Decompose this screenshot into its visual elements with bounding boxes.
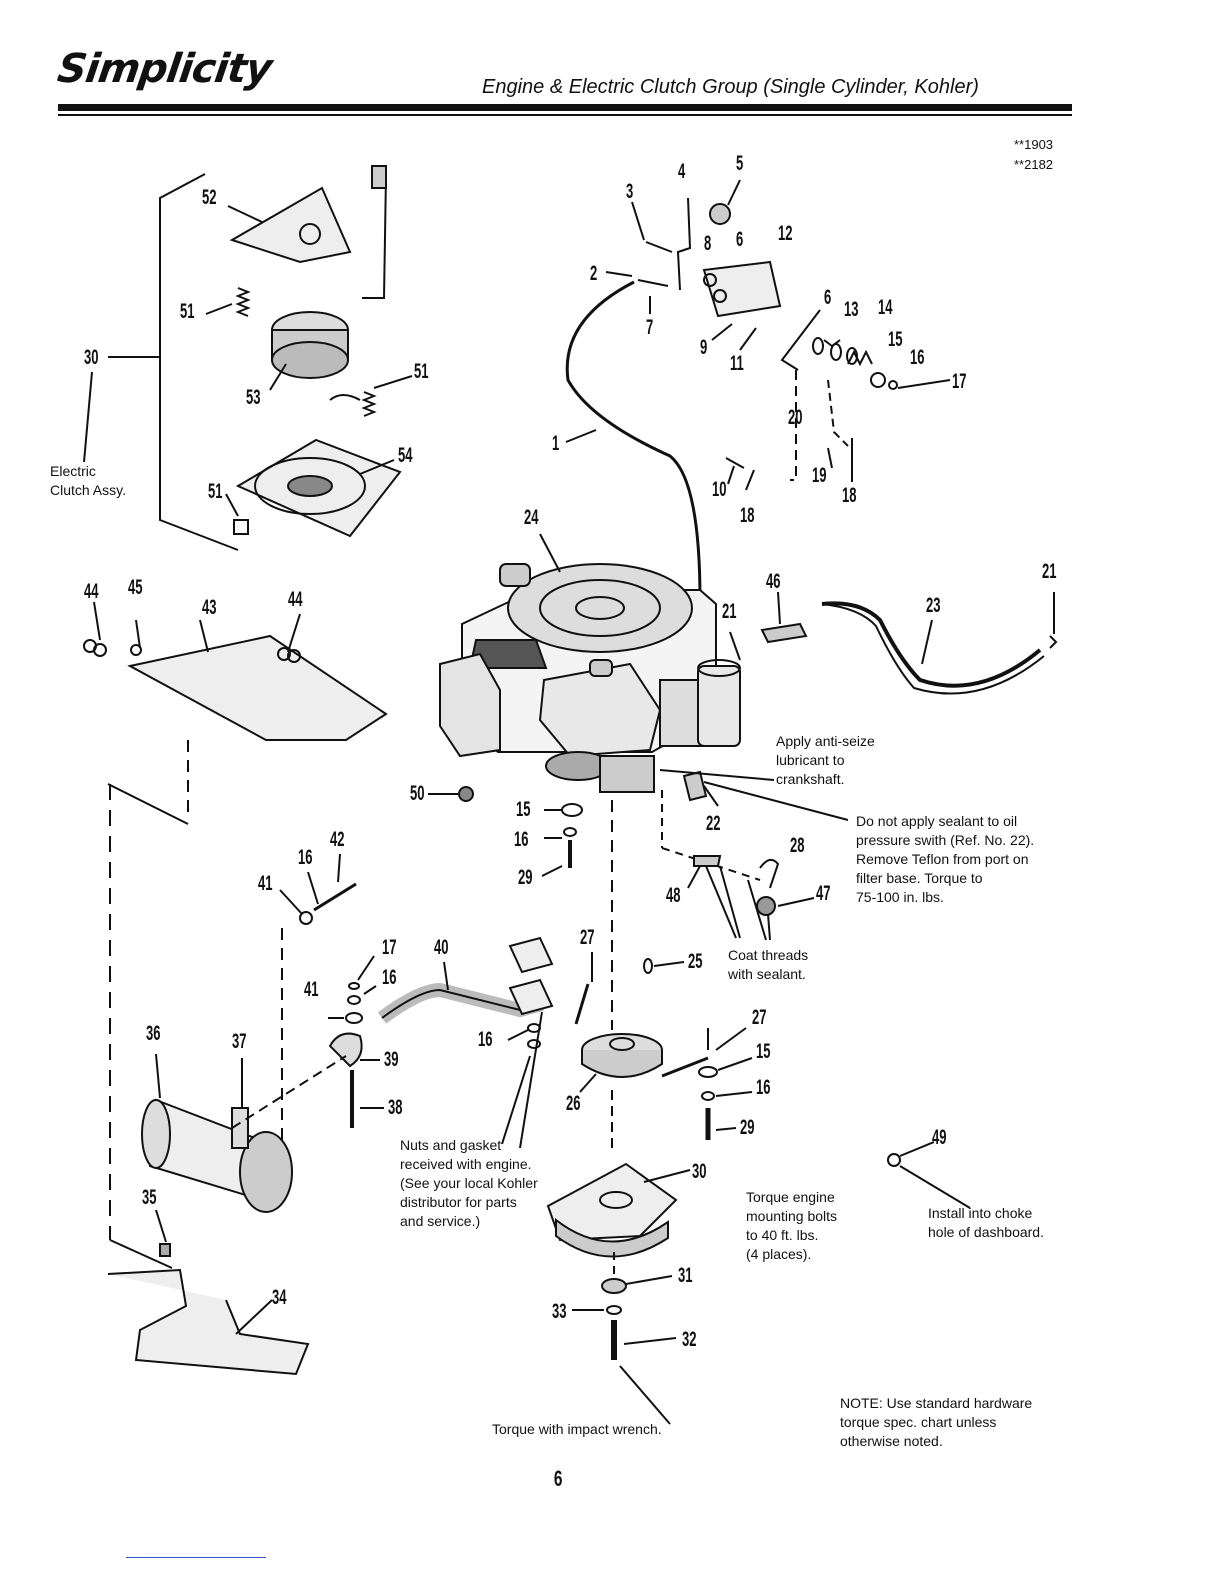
callout-28: 28 [790, 834, 805, 857]
callout-3: 3 [626, 180, 634, 203]
callout-49: 49 [932, 1126, 947, 1149]
callout-9: 9 [700, 336, 708, 359]
callout-8: 8 [704, 232, 712, 255]
callout-20: 20 [788, 406, 803, 429]
callout-17: 17 [382, 936, 397, 959]
callout-40: 40 [434, 936, 449, 959]
header-rule-thin [58, 114, 1072, 116]
note-coat-threads: Coat threads with sealant. [728, 947, 809, 982]
callout-16: 16 [514, 828, 529, 851]
callout-41: 41 [258, 872, 273, 895]
callout-15: 15 [516, 798, 531, 821]
callout-44: 44 [84, 580, 99, 603]
note-electric-clutch: Electric Clutch Assy. [50, 463, 126, 498]
callout-52: 52 [202, 186, 217, 209]
callout-16: 16 [298, 846, 313, 869]
callout-6: 6 [736, 228, 744, 251]
callout-10: 10 [712, 478, 727, 501]
note-nuts-gasket: Nuts and gasket received with engine. (S… [400, 1137, 538, 1229]
callout-38: 38 [388, 1096, 403, 1119]
note-impact-wrench: Torque with impact wrench. [492, 1421, 662, 1437]
callout-27: 27 [580, 926, 595, 949]
callout-34: 34 [272, 1286, 287, 1309]
callout-13: 13 [844, 298, 859, 321]
callout-33: 33 [552, 1300, 567, 1323]
callout-7: 7 [646, 316, 654, 339]
footer-rule [126, 1557, 266, 1558]
callout-35: 35 [142, 1186, 157, 1209]
callout-29: 29 [740, 1116, 755, 1139]
callout-48: 48 [666, 884, 681, 907]
callout-36: 36 [146, 1022, 161, 1045]
note-sealant-oil: Do not apply sealant to oil pressure swi… [856, 813, 1035, 905]
callout-22: 22 [706, 812, 721, 835]
clutch-plate-52 [229, 186, 352, 264]
callout-16: 16 [756, 1076, 771, 1099]
header-rule [58, 104, 1072, 111]
callout-32: 32 [682, 1328, 697, 1351]
callout-18: 18 [842, 484, 857, 507]
callout-54: 54 [398, 444, 413, 467]
callout-6: 6 [824, 286, 832, 309]
callout-11: 11 [730, 352, 744, 375]
callout-51: 51 [414, 360, 429, 383]
callout-17: 17 [952, 370, 967, 393]
callout-31: 31 [678, 1264, 693, 1287]
note-choke: Install into choke hole of dashboard. [928, 1205, 1044, 1240]
callout-16: 16 [478, 1028, 493, 1051]
callout-26: 26 [566, 1092, 581, 1115]
callout-39: 39 [384, 1048, 399, 1071]
callout-44: 44 [288, 588, 303, 611]
callout-27: 27 [752, 1006, 767, 1029]
callout-41: 41 [304, 978, 319, 1001]
callout-30: 30 [84, 346, 99, 369]
ref-code: **1903 [1014, 137, 1054, 152]
callout-24: 24 [524, 506, 539, 529]
callout-30: 30 [692, 1160, 707, 1183]
page-number: 6 [553, 1466, 563, 1491]
callout-46: 46 [766, 570, 781, 593]
callout-19: 19 [812, 464, 827, 487]
callout-15: 15 [888, 328, 903, 351]
ref-code: **2182 [1014, 157, 1054, 172]
callout-50: 50 [410, 782, 425, 805]
callout-16: 16 [382, 966, 397, 989]
callout-37: 37 [232, 1030, 247, 1053]
page-title: Engine & Electric Clutch Group (Single C… [482, 76, 979, 98]
callout-23: 23 [926, 594, 941, 617]
note-standard-hardware: NOTE: Use standard hardware torque spec.… [840, 1395, 1033, 1449]
callout-18: 18 [740, 504, 755, 527]
callout-25: 25 [688, 950, 703, 973]
callout-14: 14 [878, 296, 893, 319]
note-anti-seize: Apply anti-seize lubricant to crankshaft… [776, 733, 875, 787]
callout-47: 47 [816, 882, 831, 905]
callout-1: 1 [552, 432, 560, 455]
callout-29: 29 [518, 866, 533, 889]
callout-45: 45 [128, 576, 143, 599]
callout-51: 51 [180, 300, 195, 323]
callout-42: 42 [330, 828, 345, 851]
callout-43: 43 [202, 596, 217, 619]
callout-15: 15 [756, 1040, 771, 1063]
callout-53: 53 [246, 386, 261, 409]
callout-16: 16 [910, 346, 925, 369]
clutch-assy-bracket [159, 173, 239, 551]
callout-4: 4 [678, 160, 686, 183]
note-torque-engine: Torque engine mounting bolts to 40 ft. l… [746, 1189, 838, 1262]
callout-51: 51 [208, 480, 223, 503]
callout-2: 2 [590, 262, 598, 285]
callout-21: 21 [1042, 560, 1057, 583]
callout-5: 5 [736, 152, 744, 175]
callout-21: 21 [722, 600, 737, 623]
callout-12: 12 [778, 222, 793, 245]
